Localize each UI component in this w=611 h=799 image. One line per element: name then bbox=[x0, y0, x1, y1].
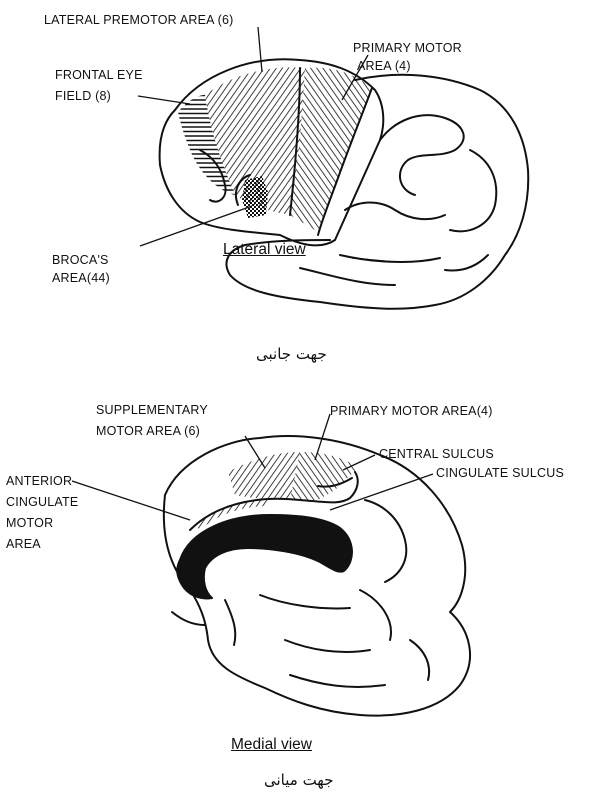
label-anterior-line1: ANTERIOR bbox=[6, 473, 72, 490]
label-broca-line2: AREA(44) bbox=[52, 270, 110, 287]
medial-view-label: Medial view bbox=[231, 736, 312, 754]
medial-brain bbox=[164, 436, 470, 716]
corpus-callosum bbox=[177, 515, 352, 598]
label-supplementary-line1: SUPPLEMENTARY bbox=[96, 402, 208, 419]
lateral-gyrus-2 bbox=[450, 150, 496, 231]
label-lateral-premotor: LATERAL PREMOTOR AREA (6) bbox=[44, 12, 234, 29]
medial-fold-8 bbox=[172, 612, 205, 625]
label-primary-motor-line1: PRIMARY MOTOR bbox=[353, 40, 462, 57]
medial-fold-2 bbox=[360, 590, 391, 640]
label-broca-line1: BROCA'S bbox=[52, 252, 109, 269]
medial-fold-6 bbox=[290, 675, 385, 687]
label-anterior-line2: CINGULATE bbox=[6, 494, 78, 511]
medial-fold-7 bbox=[410, 640, 429, 680]
leader-premotor bbox=[258, 27, 262, 72]
lateral-gyrus-5 bbox=[300, 268, 395, 285]
medial-caption: جهت میانی bbox=[264, 771, 334, 789]
medial-fold-3 bbox=[260, 595, 350, 608]
leader-anterior-cingulate bbox=[72, 481, 190, 520]
label-anterior-line3: MOTOR bbox=[6, 515, 53, 532]
leader-broca bbox=[140, 206, 252, 246]
lateral-gyrus-1 bbox=[380, 115, 464, 195]
medial-fold-5 bbox=[285, 640, 370, 652]
label-central-sulcus: CENTRAL SULCUS bbox=[379, 446, 494, 463]
label-frontal-eye-line1: FRONTAL EYE bbox=[55, 67, 143, 84]
lateral-caption: جهت جانبی bbox=[256, 345, 327, 363]
lateral-view-label: Lateral view bbox=[223, 241, 306, 259]
label-supplementary-line2: MOTOR AREA (6) bbox=[96, 423, 200, 440]
label-frontal-eye-line2: FIELD (8) bbox=[55, 88, 111, 105]
label-cingulate-sulcus: CINGULATE SULCUS bbox=[436, 465, 564, 482]
label-medial-primary-motor: PRIMARY MOTOR AREA(4) bbox=[330, 403, 493, 420]
medial-primary-motor-hatch bbox=[290, 452, 358, 500]
medial-fold-1 bbox=[365, 500, 406, 582]
label-anterior-line4: AREA bbox=[6, 536, 41, 553]
supplementary-hatch bbox=[228, 452, 300, 500]
broca-checker bbox=[242, 176, 268, 218]
label-primary-motor-line2: AREA (4) bbox=[357, 58, 411, 75]
lateral-gyrus-3 bbox=[345, 203, 445, 220]
lateral-gyrus-6 bbox=[445, 255, 488, 270]
medial-fold-4 bbox=[225, 600, 235, 645]
